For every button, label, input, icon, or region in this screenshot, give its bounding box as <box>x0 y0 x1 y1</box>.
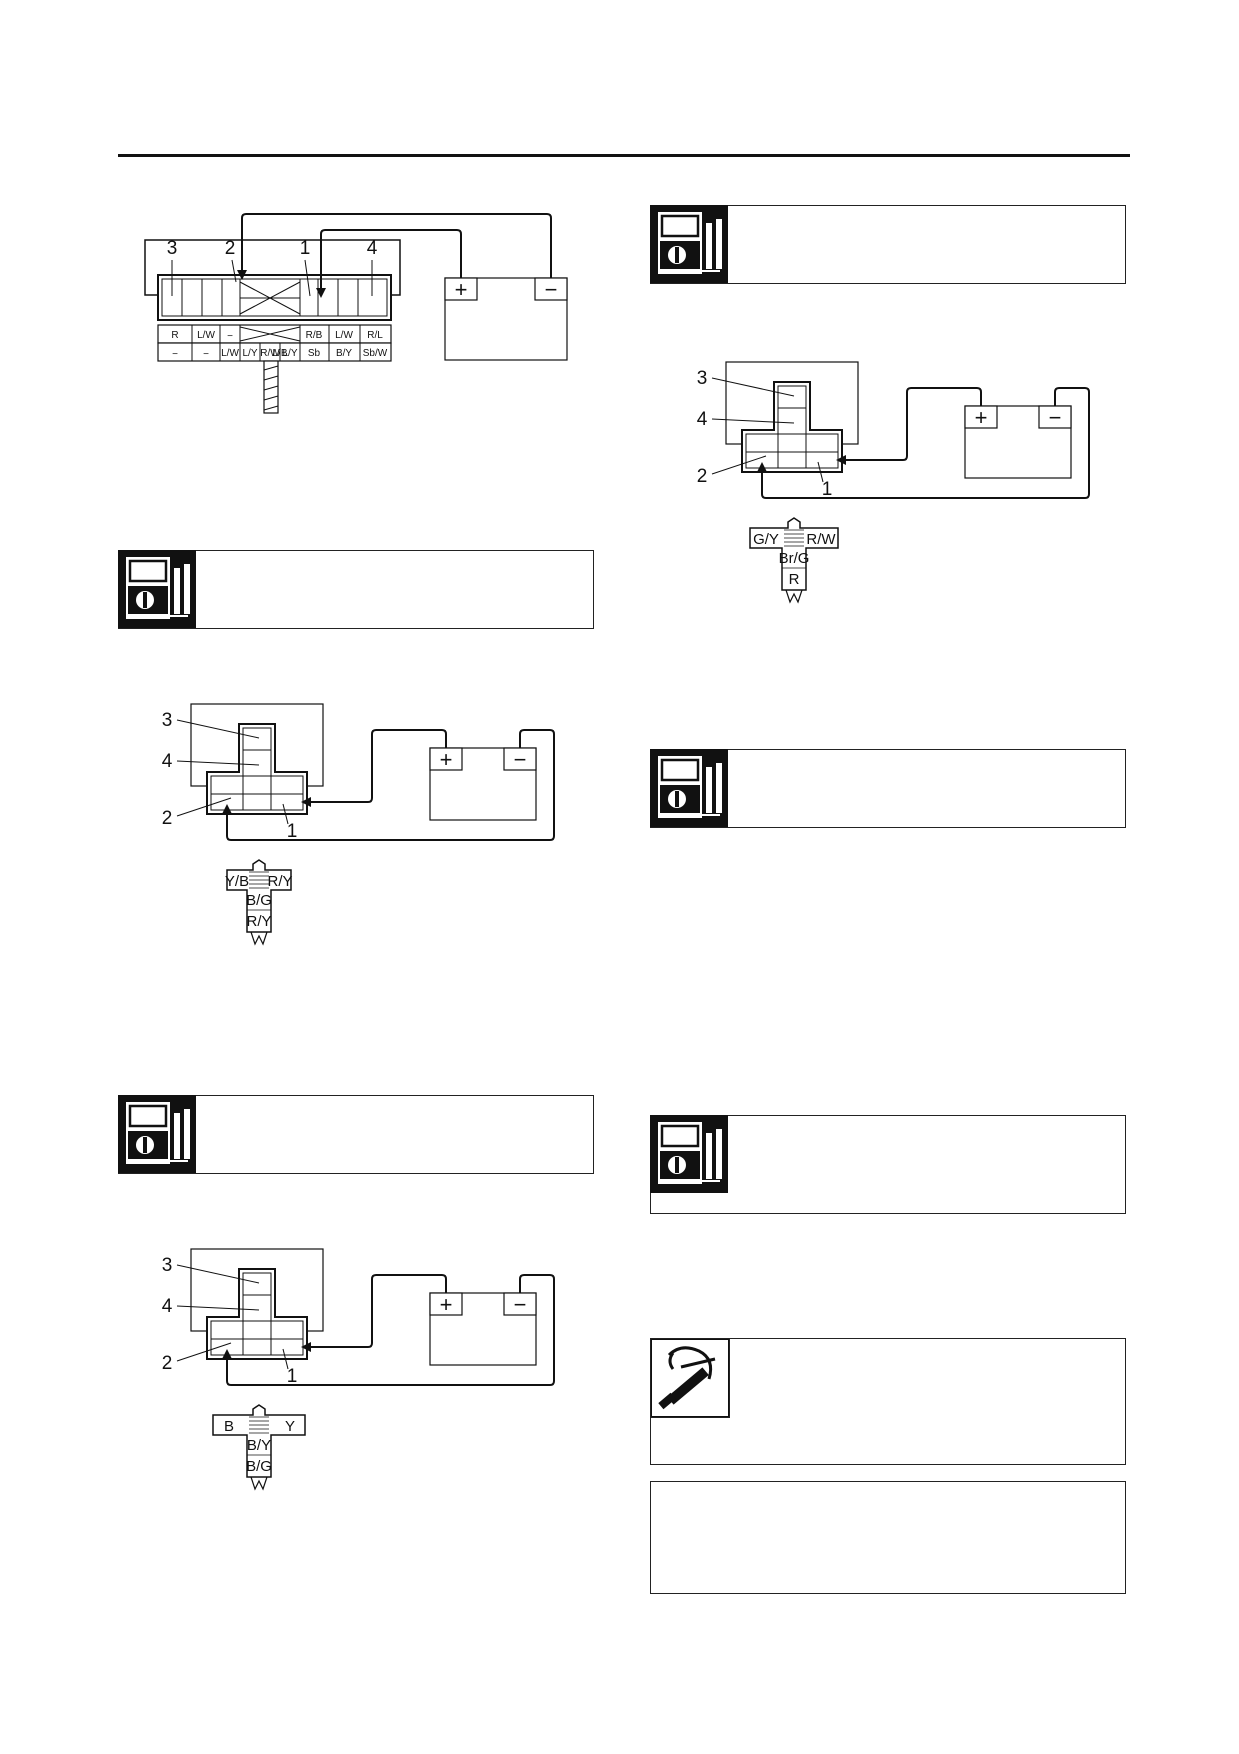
connector-diagram-c: 3 4 2 1 + − G/Y R/W Br/G R <box>690 358 1110 618</box>
wire-label: L/W <box>197 330 215 341</box>
special-tool-icon <box>650 1338 730 1418</box>
connector-diagram-a: 3 4 2 1 + − Y/B R/Y B/G R/Y <box>155 700 575 960</box>
wire-mid-label: B/Y <box>247 1437 271 1454</box>
wire-label: R <box>171 330 178 341</box>
wire-label: B/Y <box>336 348 352 359</box>
callout-1: 1 <box>287 821 298 842</box>
callout-1: 1 <box>300 238 311 259</box>
pocket-tester-icon <box>118 1095 196 1173</box>
wire-label: Sb/W <box>363 348 388 359</box>
battery-plus: + <box>440 747 453 772</box>
connector-diagram-top: R L/W − R/B L/W R/L − − L/W L/Y R/W L/B … <box>140 210 580 420</box>
wire-label: L/W <box>221 348 239 359</box>
tester-box-5 <box>650 1115 1126 1214</box>
tool-box <box>650 1338 1126 1465</box>
wire-label: − <box>172 349 178 360</box>
wire-mid-label: Br/G <box>779 550 810 567</box>
battery-minus: − <box>514 747 527 772</box>
connector-diagram-b: 3 4 2 1 + − B Y B/Y B/G <box>155 1245 575 1505</box>
pocket-tester-icon <box>650 1115 728 1193</box>
wire-label: L/W <box>335 330 353 341</box>
wire-mid-label: B/G <box>246 1458 272 1475</box>
callout-4: 4 <box>367 238 378 259</box>
wire-mid-label: B/G <box>246 892 272 909</box>
callout-4: 4 <box>162 751 173 772</box>
wire-right-label: R/Y <box>267 873 292 890</box>
battery-minus: − <box>514 1292 527 1317</box>
wire-mid-label: R <box>789 571 800 588</box>
callout-4: 4 <box>162 1296 173 1317</box>
callout-2: 2 <box>697 466 708 487</box>
callout-3: 3 <box>697 368 708 389</box>
callout-3: 3 <box>167 238 178 259</box>
callout-2: 2 <box>162 808 173 829</box>
pocket-tester-icon <box>118 550 196 628</box>
wire-left-label: Y/B <box>225 873 249 890</box>
tester-box-3 <box>650 205 1126 284</box>
battery-plus: + <box>455 277 468 302</box>
pocket-tester-icon <box>650 205 728 283</box>
callout-1: 1 <box>287 1366 298 1387</box>
wire-label: L/B <box>272 348 287 359</box>
wire-label: Sb <box>308 348 321 359</box>
callout-2: 2 <box>162 1353 173 1374</box>
header-rule <box>118 154 1130 157</box>
battery-minus: − <box>545 277 558 302</box>
tester-box-2 <box>118 1095 594 1174</box>
pocket-tester-icon <box>650 749 728 827</box>
wire-label: L/Y <box>242 348 257 359</box>
battery-minus: − <box>1049 405 1062 430</box>
tester-box-4 <box>650 749 1126 828</box>
wire-label: − <box>203 349 209 360</box>
battery-plus: + <box>440 1292 453 1317</box>
callout-3: 3 <box>162 710 173 731</box>
callout-4: 4 <box>697 409 708 430</box>
wire-label: R/B <box>306 330 323 341</box>
wire-right-label: R/W <box>806 531 836 548</box>
callout-1: 1 <box>822 479 833 500</box>
battery-plus: + <box>975 405 988 430</box>
wire-left-label: G/Y <box>753 531 779 548</box>
wire-label: R/L <box>367 330 383 341</box>
wire-left-label: B <box>224 1418 234 1435</box>
note-box <box>650 1481 1126 1594</box>
wire-mid-label: R/Y <box>246 913 271 930</box>
tester-box-1 <box>118 550 594 629</box>
wire-label: R/W <box>260 348 280 359</box>
wire-label: L/Y <box>282 348 297 359</box>
wire-label: − <box>227 331 233 342</box>
callout-3: 3 <box>162 1255 173 1276</box>
wire-right-label: Y <box>285 1418 295 1435</box>
callout-2: 2 <box>225 238 236 259</box>
